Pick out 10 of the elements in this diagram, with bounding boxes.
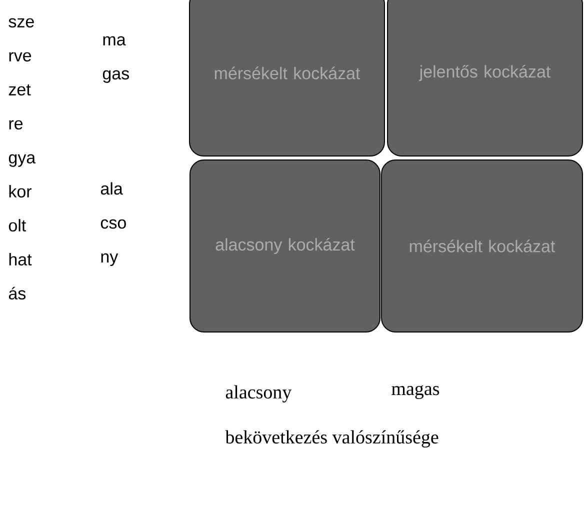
risk-box: mérsékelt kockázat	[381, 160, 583, 332]
risk-box: alacsony kockázat	[190, 160, 380, 332]
axis-label: ala cso ny	[100, 182, 126, 266]
risk-box: jelentős kockázat	[387, 0, 583, 156]
axis-label: bekövetkezés valószínűsége	[225, 430, 438, 448]
axis-label: alacsony	[226, 385, 292, 402]
axis-label: sze rve zet re gya kor olt hat ás	[8, 18, 36, 300]
axis-label: ma gas	[102, 36, 129, 83]
axis-label: magas	[392, 385, 440, 400]
risk-box: mérsékelt kockázat	[189, 0, 385, 156]
